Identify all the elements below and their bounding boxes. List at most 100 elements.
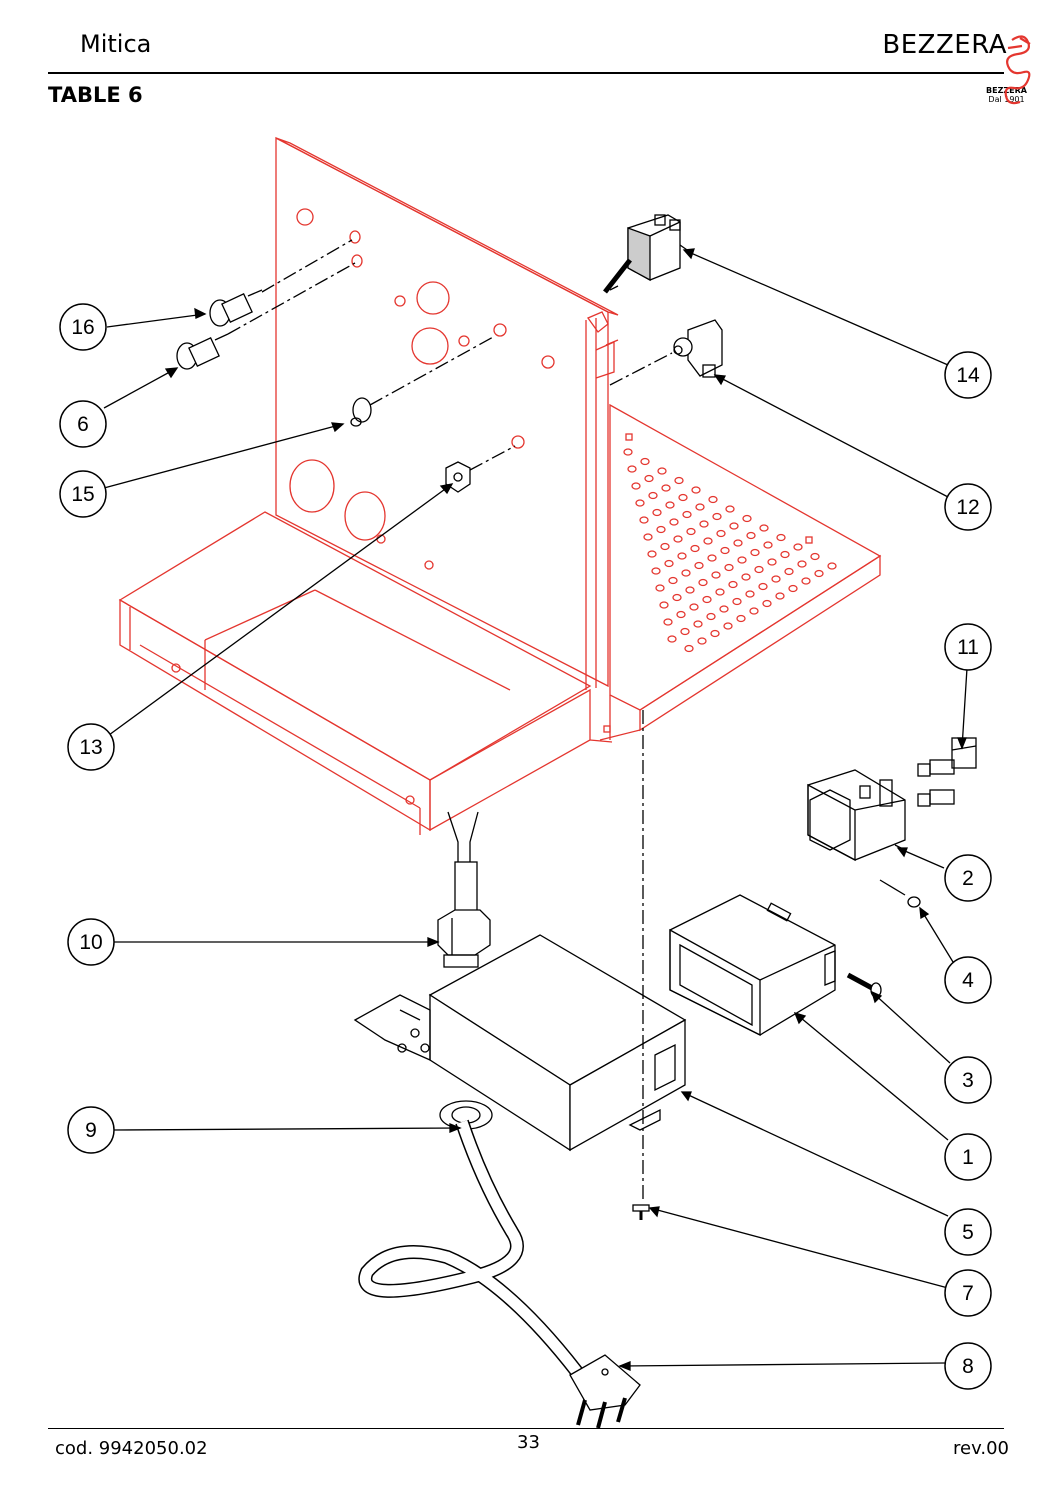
tray-perforation (775, 592, 785, 600)
callout-label: 10 (79, 931, 102, 954)
page-number: 33 (517, 1432, 540, 1453)
tray-perforation (660, 542, 670, 551)
grommet (350, 397, 372, 427)
tray-perforation (707, 554, 717, 562)
revision: rev.00 (953, 1438, 1009, 1459)
tray-perforation (720, 546, 730, 555)
tray-perforation (685, 586, 695, 594)
callout-5: 5 (944, 1208, 992, 1256)
callout-label: 15 (71, 483, 94, 506)
tray-perforation (640, 457, 650, 466)
tray-perforation (741, 573, 751, 581)
tray-perforation (710, 629, 720, 638)
cover-box (353, 934, 687, 1152)
tray-perforation (686, 527, 696, 536)
cable-grommet (439, 1100, 493, 1130)
callout-15: 15 (59, 470, 107, 518)
callout-8: 8 (944, 1342, 992, 1390)
tray-perforation (702, 595, 712, 604)
tray-perforation (715, 588, 725, 596)
callout-label: 13 (79, 736, 102, 759)
tray-perforation (677, 552, 687, 560)
callout-label: 9 (85, 1119, 97, 1142)
header-rule (48, 72, 1004, 74)
tray-perforation (647, 550, 657, 558)
tray-perforation (672, 593, 682, 602)
chassis-frame (118, 136, 882, 835)
tray-perforation (644, 474, 654, 483)
tray-perforation (784, 567, 794, 576)
tray-perforation (661, 484, 671, 492)
callout-9: 9 (67, 1106, 115, 1154)
callout-label: 16 (71, 316, 94, 339)
bezzera-logo-icon (1004, 35, 1031, 105)
tray-perforation (708, 495, 718, 504)
tray-perforation (725, 505, 735, 513)
tray-perforation (716, 529, 726, 538)
tray-perforation (746, 531, 756, 540)
tray-perforation (695, 503, 705, 511)
tray-perforation (810, 552, 820, 561)
electronic-control-unit (669, 894, 836, 1037)
callout-4: 4 (944, 956, 992, 1004)
tray-perforation (754, 565, 764, 574)
tray-perforation (771, 575, 781, 583)
tray-perforation (729, 522, 739, 530)
tray-perforation (776, 533, 786, 542)
table-label: TABLE 6 (48, 83, 143, 107)
callout-12: 12 (944, 483, 992, 531)
callout-6: 6 (59, 400, 107, 448)
callout-label: 12 (956, 496, 979, 519)
callout-label: 11 (957, 636, 979, 659)
relay (807, 769, 906, 862)
tray-perforation (665, 501, 675, 509)
callout-7: 7 (944, 1269, 992, 1317)
tray-perforation (733, 539, 743, 547)
tray-perforation (827, 562, 837, 570)
footer-rule (48, 1428, 1004, 1429)
tray-perforation (651, 567, 661, 575)
tray-perforation (749, 607, 759, 615)
tray-perforation (814, 569, 824, 578)
tray-perforation (763, 541, 773, 549)
tray-perforation (693, 620, 703, 628)
tray-perforation (635, 499, 645, 507)
tray-perforation (723, 622, 733, 630)
tray-perforation (698, 578, 708, 587)
push-switch (673, 319, 723, 378)
tray-perforation (680, 627, 690, 636)
tray-perforation (797, 560, 807, 568)
tray-perforation (759, 524, 769, 532)
callout-label: 4 (962, 969, 974, 992)
tray-perforation (793, 543, 803, 551)
callout-label: 6 (77, 413, 89, 436)
callout-14: 14 (944, 351, 992, 399)
brand-name: BEZZERA (882, 30, 1007, 60)
tray-perforation (674, 476, 684, 485)
callout-label: 3 (962, 1069, 974, 1092)
tray-perforation (697, 637, 707, 645)
tray-perforation (631, 482, 641, 490)
tray-perforation (656, 525, 666, 534)
tray-perforation (684, 644, 694, 653)
tray-perforation (643, 533, 653, 541)
tray-perforation (758, 582, 768, 591)
callout-label: 8 (962, 1355, 974, 1378)
callout-1: 1 (944, 1133, 992, 1181)
tray-perforation (694, 561, 704, 570)
cable-gland (437, 811, 491, 968)
callout-2: 2 (944, 854, 992, 902)
callout-label: 7 (962, 1282, 974, 1305)
indicator-lamp (209, 289, 263, 327)
tray-perforation (627, 465, 637, 473)
tray-perforation (690, 544, 700, 553)
tray-perforation (669, 518, 679, 526)
leader-lines (103, 248, 968, 1371)
tray-perforation (657, 467, 667, 475)
tray-perforation (742, 514, 752, 523)
tray-perforation (678, 493, 688, 502)
callout-label: 1 (962, 1146, 974, 1169)
tray-perforation (659, 601, 669, 609)
tray-perforation (737, 556, 747, 564)
